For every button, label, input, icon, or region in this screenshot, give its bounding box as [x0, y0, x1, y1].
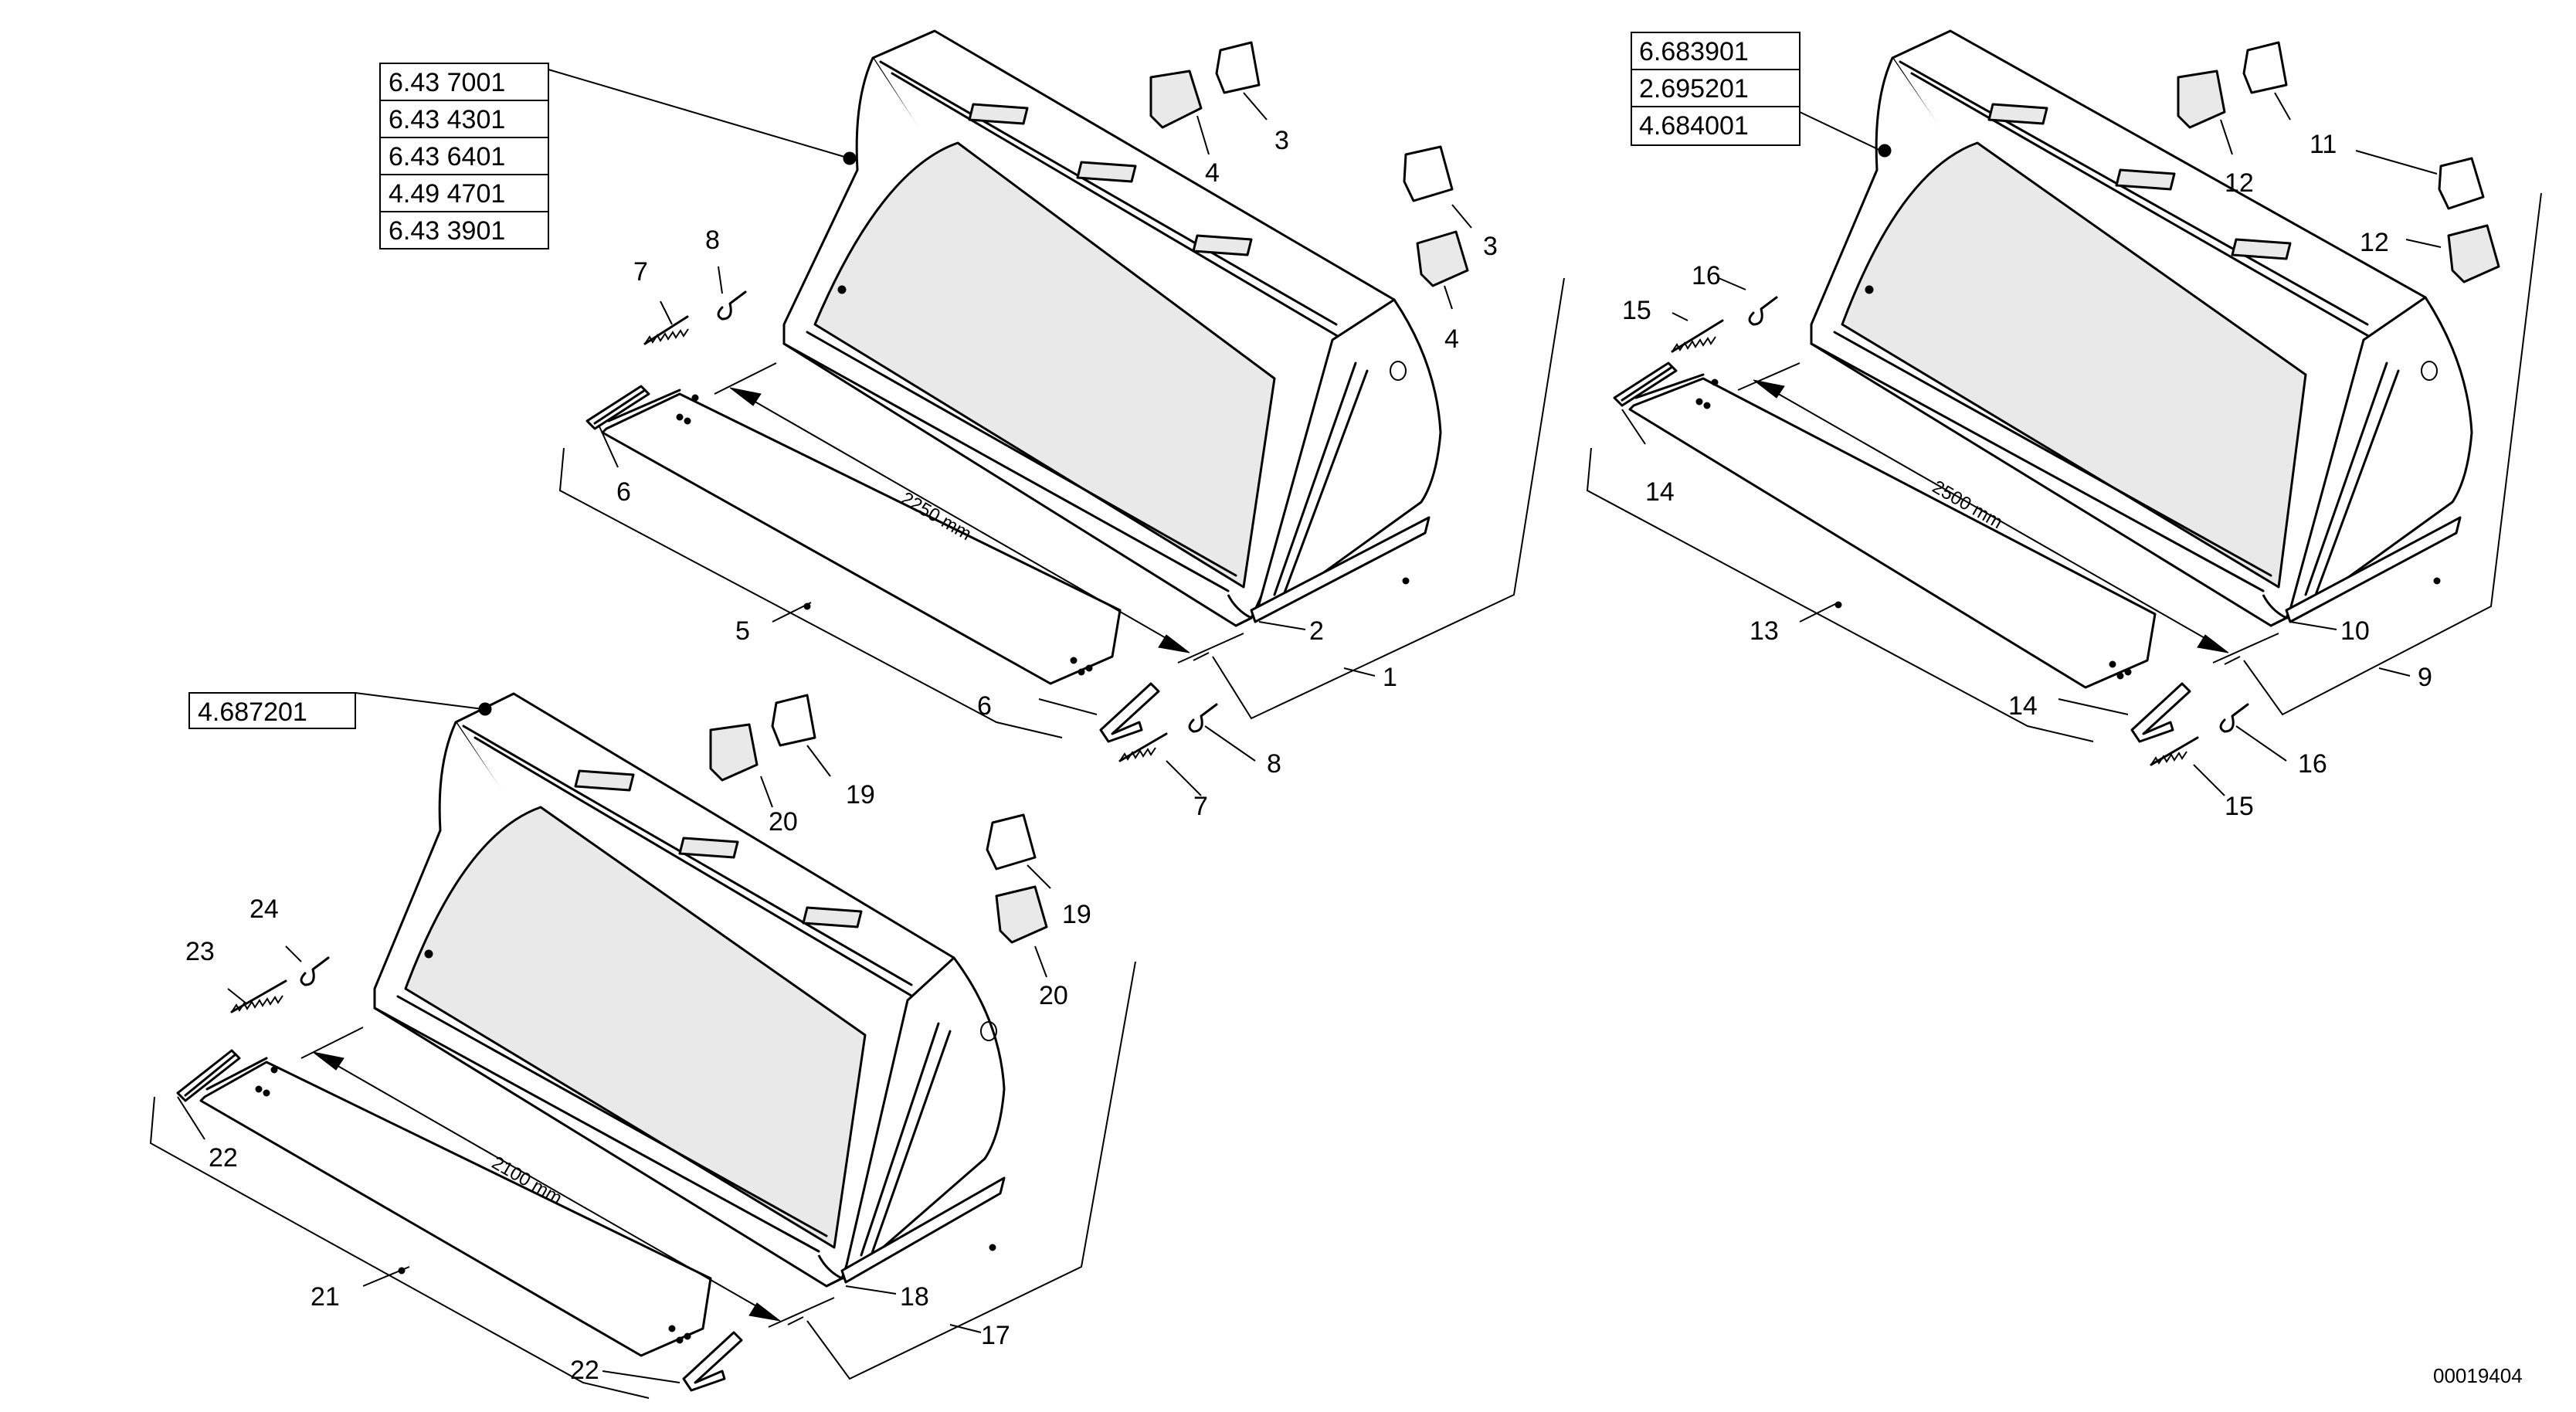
callout-pin: 8: [1267, 749, 1281, 779]
callout-bucket: 2: [1309, 616, 1324, 646]
callout-spring: 23: [185, 937, 215, 966]
reference-table-2250: 6.43 7001 6.43 4301 6.43 6401 4.49 4701 …: [379, 63, 549, 249]
callout-clip: 6: [977, 691, 992, 721]
callout-spring: 7: [1193, 792, 1208, 821]
blade-clip-right[interactable]: [1099, 682, 1160, 743]
blade-clip-right[interactable]: [2130, 682, 2191, 743]
ref-number: 4.687201: [198, 698, 307, 727]
bucket-body[interactable]: [373, 692, 1006, 1288]
reference-table-2500: 6.683901 2.695201 4.684001: [1631, 32, 1800, 146]
cutting-blade[interactable]: [1628, 373, 2157, 689]
document-code: 00019404: [2433, 1364, 2523, 1387]
tooth-19b[interactable]: [986, 813, 1037, 871]
tooth-20b[interactable]: [995, 885, 1048, 944]
callout-assembly: 9: [2418, 663, 2432, 692]
callout-pin: 8: [705, 226, 720, 255]
callout-clip: 14: [1645, 477, 1675, 507]
callout-clip: 6: [616, 477, 631, 507]
blade-clip-left[interactable]: [1613, 361, 1678, 407]
callout-spring: 15: [2225, 792, 2254, 821]
blade-clip-left[interactable]: [176, 1049, 241, 1102]
bucket-body[interactable]: [782, 29, 1442, 627]
callout-tooth: 20: [1039, 981, 1068, 1010]
spring-right[interactable]: [2150, 736, 2199, 766]
callout-blade: 21: [311, 1282, 340, 1312]
callout-clip: 14: [2008, 691, 2038, 721]
callout-blade: 5: [735, 616, 750, 646]
bucket-assembly-2250: 2250 mm: [379, 29, 1565, 821]
callout-tooth: 11: [2310, 130, 2337, 159]
callout-spring: 15: [1622, 296, 1651, 325]
pin-left[interactable]: [717, 290, 747, 321]
callout-tooth: 19: [1062, 900, 1091, 929]
callout-tooth: 20: [769, 807, 798, 837]
spring-left[interactable]: [230, 979, 287, 1013]
callout-clip: 22: [209, 1143, 238, 1173]
reference-table-2100: 4.687201: [188, 692, 356, 729]
spring-left[interactable]: [1671, 319, 1724, 353]
cutting-blade[interactable]: [199, 1057, 712, 1357]
callout-tooth: 12: [2360, 228, 2389, 257]
ref-number: 6.43 6401: [389, 142, 505, 171]
callout-tooth: 4: [1444, 324, 1459, 354]
blade-clip-left[interactable]: [585, 385, 650, 430]
tooth-19a[interactable]: [771, 694, 816, 747]
ref-number: 6.43 7001: [389, 68, 505, 97]
tooth-20a[interactable]: [709, 723, 759, 782]
pin-left[interactable]: [300, 956, 330, 986]
ref-number: 6.43 3901: [389, 216, 505, 246]
tooth-11b[interactable]: [2438, 157, 2485, 210]
callout-tooth: 19: [846, 780, 875, 810]
ref-number: 2.695201: [1639, 74, 1749, 104]
tooth-12b[interactable]: [2447, 224, 2500, 283]
callout-bucket: 10: [2340, 616, 2370, 646]
blade-clip-right[interactable]: [682, 1331, 743, 1392]
tooth-4b[interactable]: [1416, 230, 1469, 287]
ref-number: 6.683901: [1639, 37, 1749, 66]
callout-assembly: 1: [1383, 663, 1397, 692]
callout-tooth: 4: [1205, 158, 1220, 188]
tooth-4a[interactable]: [1149, 70, 1203, 129]
tooth-3a[interactable]: [1215, 41, 1261, 94]
spring-right[interactable]: [1118, 732, 1168, 762]
callout-pin: 24: [249, 894, 279, 924]
callout-tooth: 12: [2225, 168, 2254, 198]
callout-tooth: 3: [1274, 126, 1289, 155]
spring-left[interactable]: [643, 315, 689, 345]
bucket-assembly-2100: 2100 mm: [149, 692, 1136, 1399]
callout-tooth: 3: [1483, 232, 1498, 261]
pin-right[interactable]: [1188, 703, 1218, 733]
ref-number: 4.684001: [1639, 111, 1749, 141]
tooth-11a[interactable]: [2242, 41, 2288, 94]
ref-number: 4.49 4701: [389, 179, 505, 209]
callout-bucket: 18: [900, 1282, 929, 1312]
tooth-3b[interactable]: [1403, 145, 1454, 202]
callout-assembly: 17: [981, 1321, 1010, 1350]
bucket-body[interactable]: [1810, 29, 2473, 627]
callout-spring: 7: [633, 257, 648, 287]
callout-pin: 16: [1692, 261, 1721, 290]
callout-blade: 13: [1750, 616, 1779, 646]
pin-right[interactable]: [2219, 703, 2249, 733]
callout-clip: 22: [570, 1356, 599, 1385]
callout-pin: 16: [2298, 749, 2327, 779]
pin-left[interactable]: [1748, 296, 1778, 326]
tooth-12a[interactable]: [2177, 70, 2226, 129]
bucket-assembly-2500: 2500 mm: [1586, 29, 2542, 821]
ref-number: 6.43 4301: [389, 105, 505, 134]
